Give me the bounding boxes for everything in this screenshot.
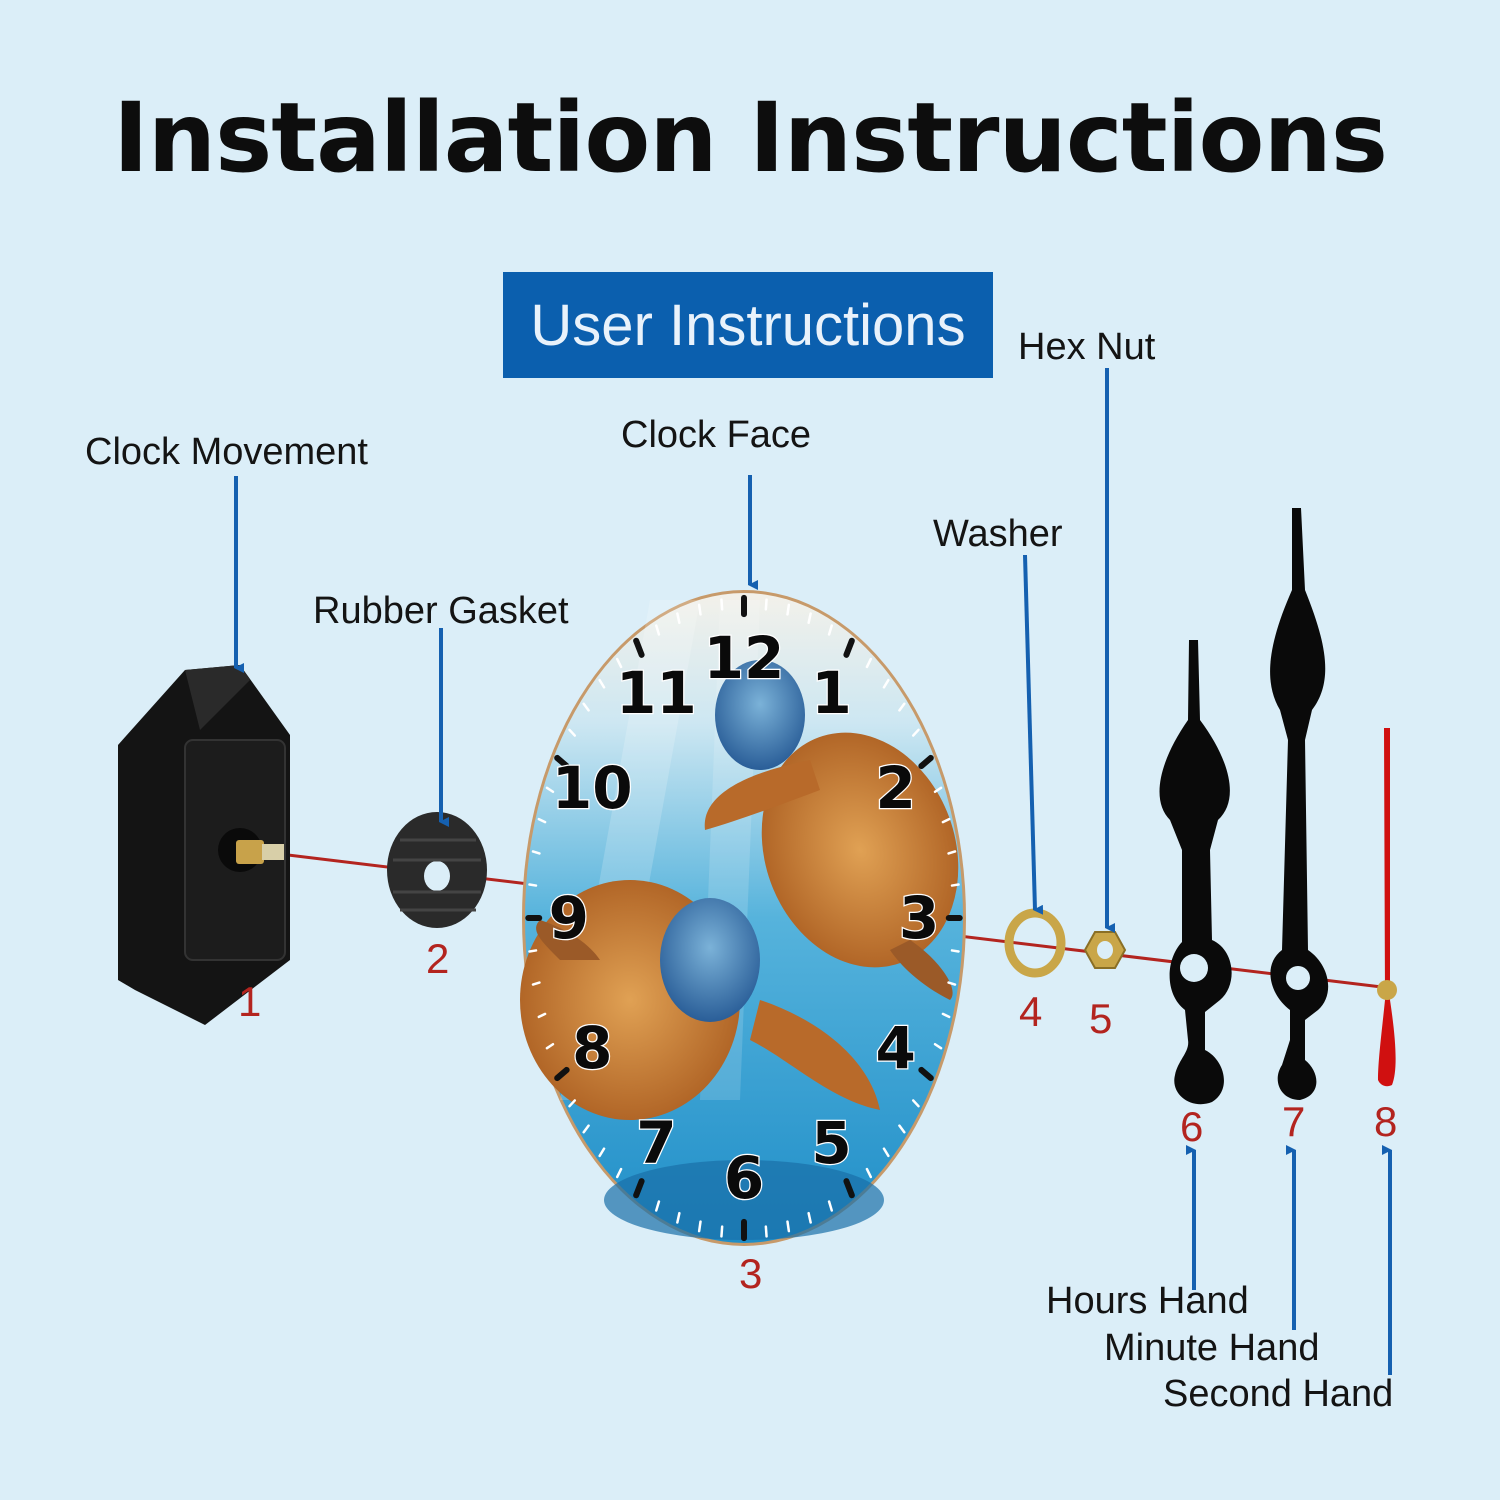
clock-tick [531, 981, 541, 986]
clock-tick [786, 603, 791, 616]
clock-tick [882, 1147, 890, 1158]
hours-hand [1159, 640, 1232, 1105]
part-number-1: 1 [238, 978, 262, 1025]
clock-tick [827, 624, 833, 636]
lower-turtle-image [520, 880, 880, 1120]
clock-tick [598, 1147, 606, 1158]
clock-numeral-9: 9 [549, 884, 589, 952]
clock-tick [697, 603, 702, 616]
clock-tick [843, 637, 855, 658]
part-number-3: 3 [739, 1250, 763, 1297]
second-hand [1377, 728, 1397, 1087]
clock-tick [807, 1211, 812, 1224]
clock-tick [911, 1099, 920, 1108]
clock-tick [655, 1200, 661, 1212]
label-hours-hand: Hours Hand [1046, 1280, 1249, 1322]
part-number-2: 2 [426, 935, 450, 982]
clock-tick [568, 1099, 577, 1108]
clock-tick [531, 850, 541, 855]
clock-tick [950, 883, 960, 887]
clock-numeral-11: 11 [616, 659, 697, 727]
clock-tick [865, 657, 873, 669]
clock-tick [720, 1225, 724, 1238]
label-clock-face: Clock Face [621, 414, 812, 456]
clock-tick [615, 657, 623, 669]
clock-tick [582, 702, 590, 712]
arrow-washer [1023, 554, 1044, 915]
clock-tick [843, 1178, 855, 1199]
clock-tick [545, 1042, 555, 1050]
page-title: Installation Instructions [113, 82, 1388, 194]
clock-tick [947, 850, 957, 855]
clock-tick [537, 1012, 547, 1019]
part-number-6: 6 [1180, 1103, 1204, 1150]
label-hex-nut: Hex Nut [1018, 326, 1156, 368]
clock-tick [941, 1012, 951, 1019]
label-minute-hand: Minute Hand [1104, 1327, 1320, 1369]
clock-numeral-12: 12 [704, 624, 785, 692]
clock-tick [537, 817, 547, 824]
part-number-8: 8 [1374, 1098, 1398, 1145]
clock-tick [568, 728, 577, 737]
clock-tick [947, 981, 957, 986]
clock-tick [545, 786, 555, 794]
clock-numeral-1: 1 [811, 659, 851, 727]
clock-tick [898, 702, 906, 712]
part-number-5: 5 [1089, 995, 1113, 1042]
label-clock-movement: Clock Movement [85, 431, 368, 473]
clock-tick [918, 754, 934, 770]
clock-tick [633, 637, 645, 658]
clock-tick [933, 1042, 943, 1050]
clock-tick [582, 1124, 590, 1134]
clock-numeral-3: 3 [899, 884, 939, 952]
hex-nut [1083, 931, 1127, 969]
clock-tick [827, 1200, 833, 1212]
part-number-4: 4 [1019, 988, 1043, 1035]
clock-tick [676, 1211, 681, 1224]
clock-tick [941, 817, 951, 824]
clock-movement [118, 665, 290, 1025]
clock-numeral-6: 6 [724, 1144, 764, 1212]
clock-numeral-4: 4 [876, 1014, 916, 1082]
clock-tick [918, 1066, 934, 1082]
clock-tick [697, 1220, 702, 1233]
clock-tick [786, 1220, 791, 1233]
upper-turtle-image [704, 660, 959, 1000]
clock-tick [764, 598, 768, 611]
clock-numeral-7: 7 [636, 1109, 676, 1177]
clock-numeral-5: 5 [811, 1109, 851, 1177]
clock-tick [807, 612, 812, 625]
clock-numeral-2: 2 [876, 754, 916, 822]
clock-tick [554, 754, 570, 770]
rubber-gasket [387, 812, 487, 928]
clock-tick [933, 786, 943, 794]
clock-tick [655, 624, 661, 636]
clock-numeral-10: 10 [552, 754, 633, 822]
label-rubber-gasket: Rubber Gasket [313, 590, 569, 632]
clock-tick [764, 1225, 768, 1238]
clock-tick [911, 728, 920, 737]
label-washer: Washer [933, 513, 1063, 555]
clock-tick [950, 949, 960, 953]
user-instructions-banner: User Instructions [503, 272, 993, 378]
clock-tick [528, 949, 538, 953]
clock-numeral-8: 8 [572, 1014, 612, 1082]
clock-tick [528, 883, 538, 887]
label-second-hand: Second Hand [1163, 1373, 1394, 1415]
clock-tick [882, 678, 890, 689]
clock-tick [598, 678, 606, 689]
clock-tick [676, 612, 681, 625]
clock-tick [898, 1124, 906, 1134]
clock-tick [554, 1066, 570, 1082]
clock-tick [865, 1167, 873, 1179]
clock-tick [615, 1167, 623, 1179]
clock-tick [720, 598, 724, 611]
minute-hand [1270, 508, 1329, 1100]
part-number-7: 7 [1282, 1098, 1306, 1145]
clock-tick [633, 1178, 645, 1199]
